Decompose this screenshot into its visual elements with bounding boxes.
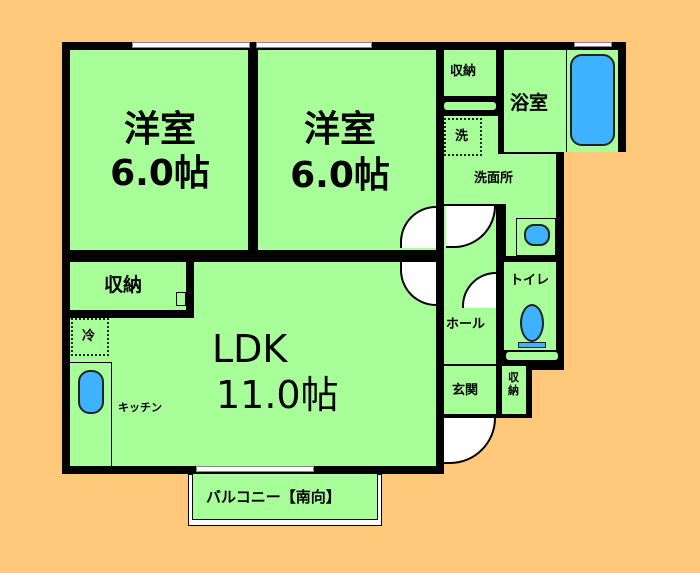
kitchen-sink [78,370,104,414]
toilet-bowl [520,304,544,342]
washer-space [444,118,482,156]
window-western-1 [132,42,250,48]
storage-top-shelf [444,102,496,110]
room-western-1-label: 洋室 [123,109,196,150]
room-entrance-label: 玄関 [452,383,479,398]
room-washroom [444,116,498,204]
room-bath [504,50,566,152]
room-entrance [444,366,496,414]
room-washroom-right [496,154,556,204]
room-storage-entry [502,366,526,414]
room-western-2-size: 6.0帖 [290,155,390,196]
balcony-label: バルコニー【南向】 [206,488,341,506]
kitchen-counter [70,362,112,466]
washer-label: 洗 [455,129,469,144]
room-storage-entry-label: 収納 [508,371,519,397]
storage-left-corner [176,292,186,306]
room-western-1 [70,50,248,250]
room-storage-left-label: 収納 [104,274,143,296]
room-western-1-size: 6.0帖 [110,153,210,194]
room-bath-label: 浴室 [510,92,549,114]
window-western-2 [256,42,372,48]
window-ldk [196,466,314,472]
room-ldk-upper [194,262,436,322]
kitchen-label: キッチン [118,401,162,414]
room-ldk [70,318,436,466]
room-western-2 [258,50,436,250]
room-storage-left [70,262,186,310]
balcony-floor [192,474,378,520]
room-ldk-label: LDK [212,327,288,371]
window-bath [574,42,612,47]
toilet-tank [518,342,546,348]
room-western-2-label: 洋室 [303,109,376,150]
bathtub [570,54,615,146]
fridge-space [71,318,109,356]
washbasin [524,224,550,246]
entrance-door[interactable] [444,418,496,464]
room-ldk-size: 11.0帖 [216,373,339,417]
washbasin-cabinet [516,218,556,256]
room-toilet-label: トイレ [510,273,550,288]
fridge-label: 冷 [82,329,96,344]
room-storage-top [444,50,496,96]
room-storage-top-label: 収納 [450,64,477,79]
room-hall-label: ホール [446,317,486,332]
room-washroom-label: 洗面所 [474,171,514,186]
toilet-step [506,352,558,360]
